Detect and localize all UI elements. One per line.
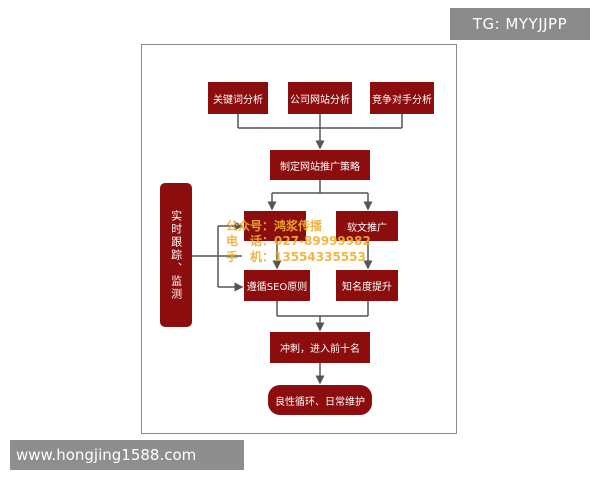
seo-principle-box: 遵循SEO原则 (244, 270, 310, 301)
website-url-tag: www.hongjing1588.com (10, 440, 244, 470)
site-analysis-box: 公司网站分析 (288, 82, 352, 114)
watermark-line-3: 手 机：13554335553 (226, 250, 366, 264)
rush-top-ten-box: 冲刺，进入前十名 (270, 332, 370, 363)
strategy-box: 制定网站推广策略 (270, 150, 370, 180)
watermark-line-2: 电 话：027-89999982 (226, 234, 371, 248)
left-upper-box (244, 211, 306, 241)
tracking-side-box: 实时跟踪、监测 (160, 183, 192, 327)
keyword-analysis-box: 关键词分析 (208, 82, 268, 114)
watermark-line-1: 公众号：鸿浆传播 (226, 219, 323, 233)
soft-article-box: 软文推广 (336, 211, 398, 241)
tracking-side-label: 实时跟踪、监测 (169, 209, 183, 301)
competitor-analysis-box: 竞争对手分析 (370, 82, 434, 114)
maintenance-box: 良性循环、日常维护 (268, 385, 372, 415)
awareness-box: 知名度提升 (336, 270, 398, 301)
tg-contact-tag: TG: MYYJJPP (450, 8, 590, 40)
